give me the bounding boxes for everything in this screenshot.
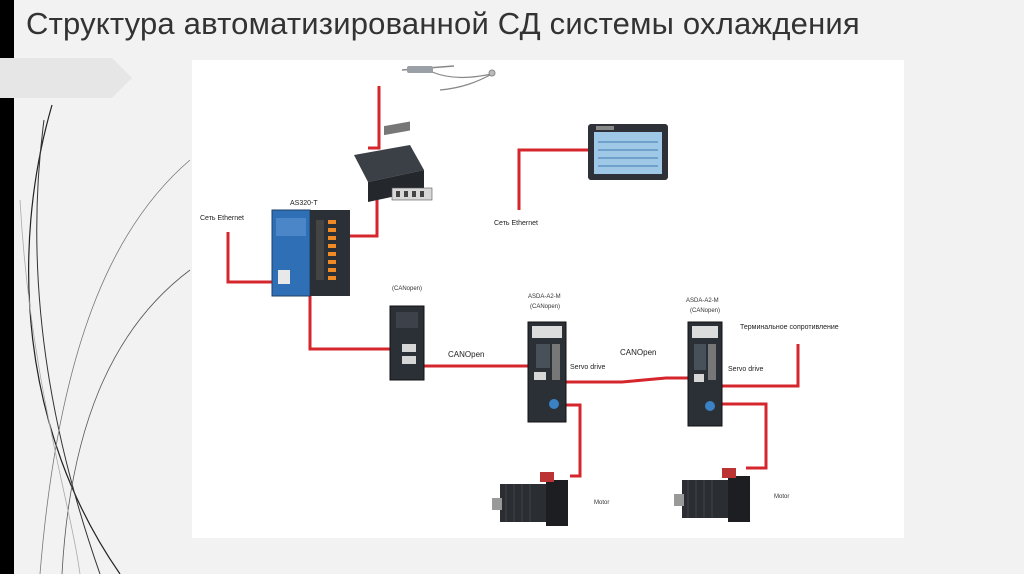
wire-canopen-bus-2 [545,376,706,384]
label-canopen-module: (CANopen) [392,286,423,292]
label-servo2-proto: (CANopen) [690,308,721,314]
servo-motor-icon-1 [492,472,568,526]
temperature-sensor-icon [401,65,496,91]
servo-drive-icon-2 [687,321,723,427]
wire-sensor-to-io [368,86,381,150]
slide-left-bar [0,0,14,574]
wire-terminator [713,344,800,388]
wires [226,86,800,478]
label-servo1-caption: Servo drive [570,364,606,371]
io-module-icon [354,121,433,202]
label-servo1-proto: (CANopen) [530,304,561,310]
label-canopen-link-2: CANOpen [620,348,657,357]
canopen-module-icon [389,305,425,381]
arrow-tab-shape [0,58,132,98]
label-ethernet-right: Сеть Ethernet [494,220,538,227]
label-terminator: Терминальное сопротивление [740,324,839,331]
slide-title: Структура автоматизированной СД системы … [26,6,860,41]
hmi-panel-icon [588,124,668,180]
servo-motor-icon-2 [674,468,750,522]
label-servo1-model: ASDA-A2-M [528,294,561,300]
plc-icon [271,209,350,297]
wire-servo1-to-motor1 [557,403,582,478]
label-plc: AS320-T [290,200,318,207]
label-ethernet-left: Сеть Ethernet [200,215,244,222]
network-diagram: Сеть Ethernet Сеть Ethernet AS320-T (CAN… [192,60,904,538]
label-motor1: Motor [594,500,610,506]
label-servo2-model: ASDA-A2-M [686,298,719,304]
servo-drive-icon-1 [527,321,567,423]
wire-ethernet-left [226,232,282,284]
decorative-curves [19,104,191,574]
label-servo2-caption: Servo drive [728,366,764,373]
label-motor2: Motor [774,494,790,500]
label-canopen-link-1: CANOpen [448,350,485,359]
wire-plc-to-canopen [308,294,405,351]
wire-servo2-to-motor2 [714,402,768,470]
wire-ethernet-right [517,148,592,210]
